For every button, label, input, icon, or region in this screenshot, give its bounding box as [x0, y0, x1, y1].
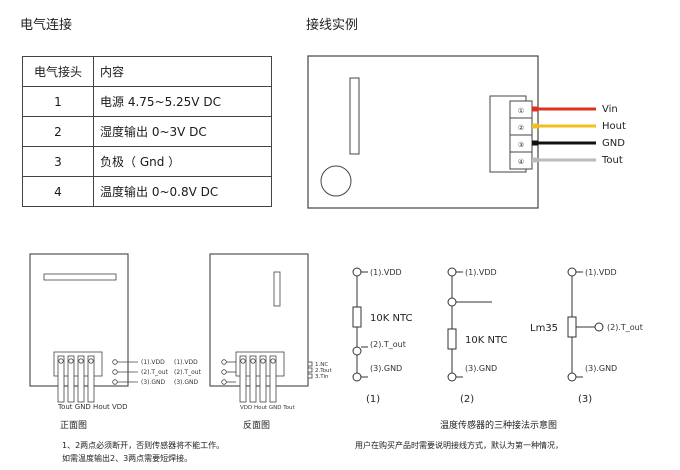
- back-line-tout: (2).T_out: [174, 369, 202, 376]
- connector-pin: [239, 355, 247, 403]
- c1-vdd: (1).VDD: [370, 268, 402, 277]
- front-pin-labels: Tout GND Hout VDD: [57, 403, 128, 411]
- table-row: 3 负极（ Gnd ）: [22, 146, 272, 177]
- sensor-slot: [349, 77, 360, 155]
- front-line-tout: (2).T_out: [141, 369, 169, 376]
- pin-head: [78, 358, 84, 364]
- wire-terminal: [532, 140, 538, 146]
- back-view-caption: 反面图: [243, 421, 271, 431]
- wiring-example-diagram: ① ② ③ ④ Vin Hout GND Tout: [307, 55, 626, 209]
- pin-head: [260, 358, 266, 364]
- wire-terminal: [532, 157, 538, 163]
- c3-vdd: (1).VDD: [585, 268, 617, 277]
- c1-gnd: (3).GND: [370, 364, 402, 373]
- wire-terminal: [532, 123, 538, 129]
- table-header-cell: 内容: [93, 56, 272, 87]
- back-line-gnd: (3).GND: [174, 379, 199, 386]
- connector-pin: [259, 355, 267, 403]
- c3-num: (3): [578, 394, 592, 405]
- mounting-hole: [320, 165, 352, 197]
- pin-head: [270, 358, 276, 364]
- circuit-1: (1).VDD 10K NTC (2).T_out (3).GND (1): [352, 267, 412, 405]
- electrical-connection-title: 电气连接: [20, 18, 73, 33]
- wire-label-gnd: GND: [602, 138, 625, 149]
- wire-label-tout: Tout: [601, 155, 623, 166]
- pin-head: [250, 358, 256, 364]
- circuit-2: (1).VDD 10K NTC (3).GND (2): [447, 267, 507, 405]
- front-line-gnd: (3).GND: [141, 379, 166, 386]
- c1-num: (1): [366, 394, 380, 405]
- back-line-vdd: (1).VDD: [174, 359, 198, 366]
- wire-label-vin: Vin: [602, 104, 618, 115]
- circuit-diagrams: (1).VDD 10K NTC (2).T_out (3).GND (1) (1…: [352, 267, 643, 405]
- pin-head: [58, 358, 64, 364]
- c3-res: Lm35: [530, 323, 558, 334]
- front-view-diagram: Tout GND Hout VDD (1).VDD (2).T_out (3).…: [29, 253, 169, 411]
- connector-pin: [57, 355, 65, 403]
- table-cell: 1: [22, 86, 94, 117]
- connector-pin: [67, 355, 75, 403]
- table-cell: 湿度输出 0~3V DC: [93, 116, 272, 147]
- front-top-slot: [43, 273, 117, 281]
- circuits-caption: 温度传感器的三种接法示意图: [440, 421, 558, 431]
- connection-table: 电气接头 内容 1 电源 4.75~5.25V DC 2 湿度输出 0~3V D…: [22, 56, 272, 207]
- connector-pin: [77, 355, 85, 403]
- front-view-caption: 正面图: [60, 421, 88, 431]
- c2-res: 10K NTC: [465, 335, 507, 346]
- c3-out: (2).T_out: [607, 323, 643, 332]
- connector-pin: [249, 355, 257, 403]
- table-cell: 4: [22, 176, 94, 207]
- pin-number: ④: [518, 158, 524, 166]
- back-right-tout: 2.Tout: [315, 368, 333, 374]
- front-line-vdd: (1).VDD: [141, 359, 165, 366]
- wire-terminal: [532, 106, 538, 112]
- table-cell: 负极（ Gnd ）: [93, 146, 272, 177]
- pin-number: ③: [518, 141, 524, 149]
- c3-gnd: (3).GND: [585, 364, 617, 373]
- back-view-diagram: VDD Hout GND Tout (1).VDD (2).T_out (3).…: [174, 253, 333, 411]
- pin-number: ②: [518, 124, 524, 132]
- wiring-example-title: 接线实例: [306, 18, 359, 33]
- circuit-3: (1).VDD Lm35 (2).T_out (3).GND (3): [530, 267, 643, 405]
- back-right-nc: 1.NC: [315, 362, 328, 368]
- c1-out: (2).T_out: [370, 340, 406, 349]
- table-row: 1 电源 4.75~5.25V DC: [22, 86, 272, 117]
- pin-number: ①: [518, 107, 524, 115]
- c2-vdd: (1).VDD: [465, 268, 497, 277]
- note-right-1: 用户在购买产品时需要说明接线方式，默认为第一种情况，: [355, 441, 563, 450]
- back-pin-labels: VDD Hout GND Tout: [240, 405, 296, 411]
- note-left-1: 1、2两点必须断开，否则传感器将不能工作。: [62, 441, 225, 450]
- pin-head: [68, 358, 74, 364]
- connector-pin: [87, 355, 95, 403]
- table-cell: 3: [22, 146, 94, 177]
- pin-head: [88, 358, 94, 364]
- wire-label-hout: Hout: [602, 121, 626, 132]
- table-cell: 2: [22, 116, 94, 147]
- table-row: 2 湿度输出 0~3V DC: [22, 116, 272, 147]
- back-right-tin: 3.Tin: [315, 374, 329, 380]
- c2-num: (2): [460, 394, 474, 405]
- note-left-2: 如需温度输出2、3两点需要短焊接。: [62, 454, 193, 463]
- pin-head: [240, 358, 246, 364]
- table-row: 4 温度输出 0~0.8V DC: [22, 176, 272, 207]
- back-side-slot: [273, 271, 281, 307]
- table-header-cell: 电气接头: [22, 56, 94, 87]
- c2-gnd: (3).GND: [465, 364, 497, 373]
- table-header-row: 电气接头 内容: [22, 56, 272, 87]
- table-cell: 温度输出 0~0.8V DC: [93, 176, 272, 207]
- connector-pin: [269, 355, 277, 403]
- table-cell: 电源 4.75~5.25V DC: [93, 86, 272, 117]
- c1-res: 10K NTC: [370, 313, 412, 324]
